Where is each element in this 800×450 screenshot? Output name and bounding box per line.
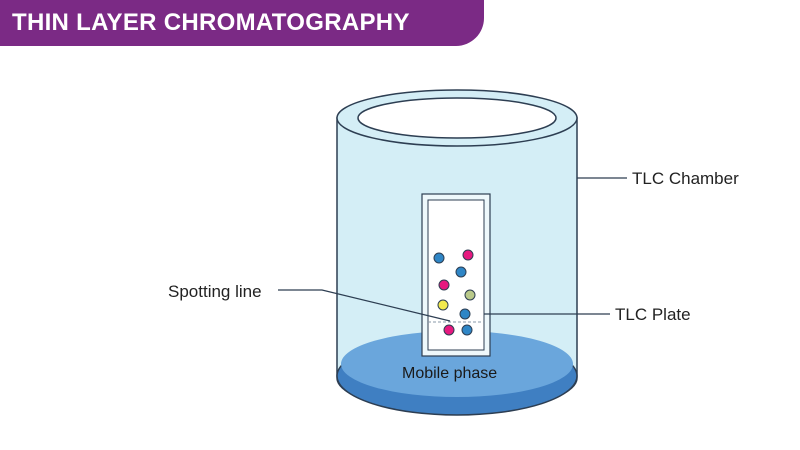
spot-magenta — [462, 249, 474, 261]
diagram-title: THIN LAYER CHROMATOGRAPHY — [12, 9, 410, 36]
spot-blue — [455, 266, 467, 278]
spot-blue — [433, 252, 445, 264]
label-tlc-chamber: TLC Chamber — [632, 169, 739, 188]
spot-magenta — [443, 324, 455, 336]
tlc-plate — [427, 199, 485, 351]
spot-olive — [464, 289, 476, 301]
chamber-opening — [357, 97, 557, 139]
spot-magenta — [438, 279, 450, 291]
mobile-phase-surface — [341, 331, 573, 397]
spots-group — [433, 249, 476, 336]
spot-blue — [459, 308, 471, 320]
title-banner: THIN LAYER CHROMATOGRAPHY — [0, 0, 484, 46]
spot-blue — [461, 324, 473, 336]
label-mobile-phase: Mobile phase — [402, 365, 498, 382]
spotting-leader-line — [278, 289, 451, 322]
spot-yellow — [437, 299, 449, 311]
label-tlc-plate: TLC Plate — [615, 305, 691, 324]
label-spotting-line: Spotting line — [168, 282, 262, 301]
